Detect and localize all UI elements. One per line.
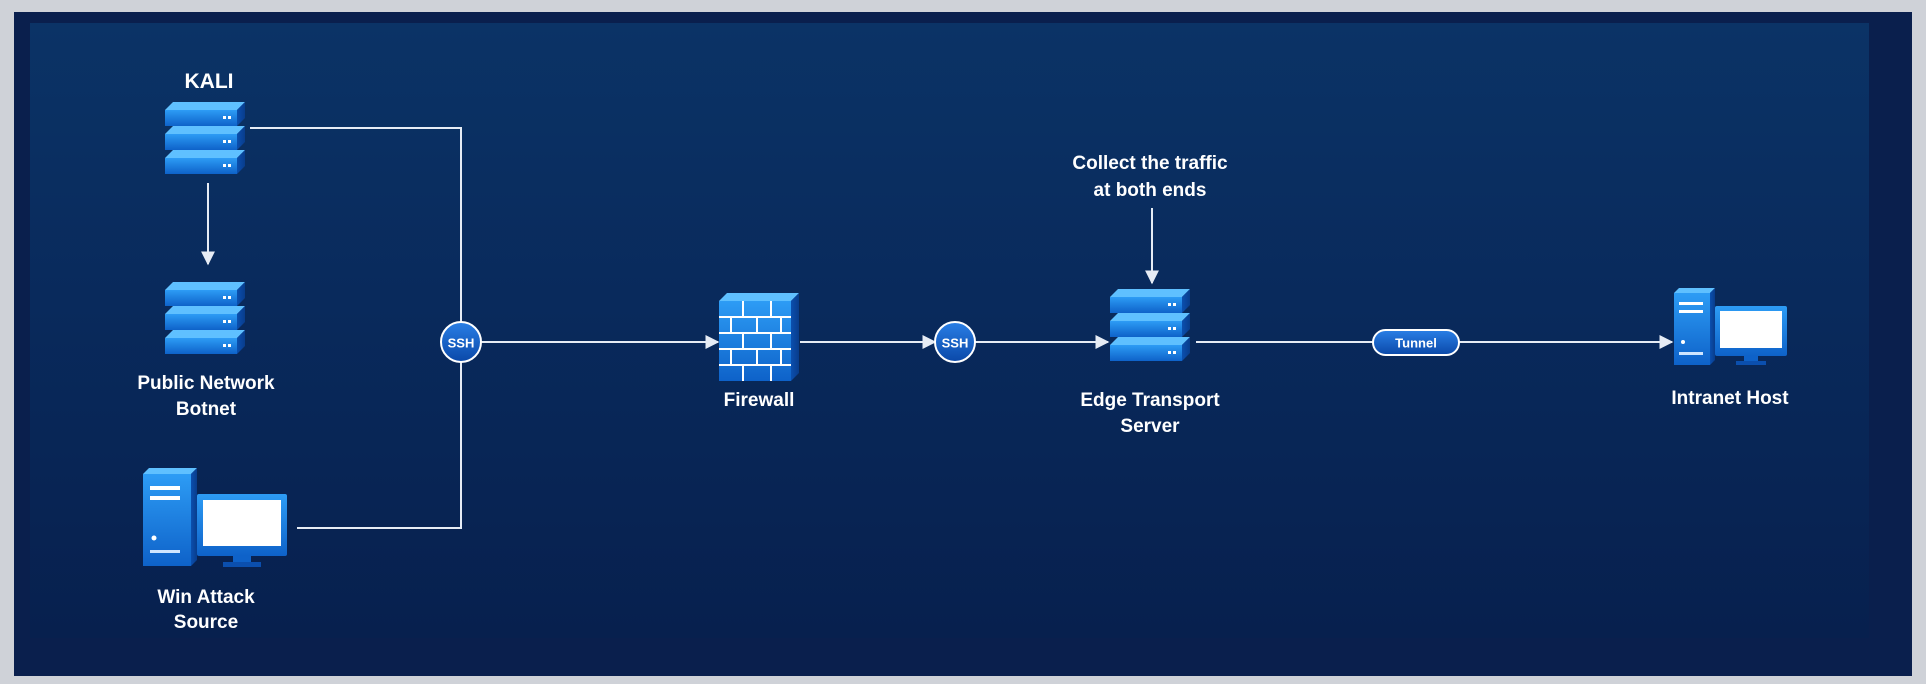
botnet-label-line2: Botnet <box>176 399 237 420</box>
win-source-label-line2: Source <box>174 612 238 633</box>
edge-server-label-line1: Edge Transport <box>1080 390 1220 411</box>
win-source-connector <box>297 360 462 529</box>
kali-label: KALI <box>185 70 234 93</box>
tunnel-badge-text: Tunnel <box>1395 336 1437 351</box>
intranet-host-label: Intranet Host <box>1671 388 1789 409</box>
ssh-badge-right-text: SSH <box>942 336 969 351</box>
annotation-line2: at both ends <box>1094 180 1207 201</box>
firewall-icon <box>719 293 799 381</box>
botnet-label-line1: Public Network <box>137 373 275 394</box>
tunnel-badge: Tunnel <box>1372 329 1460 356</box>
connector-lines <box>201 127 1674 529</box>
ssh-badge-left: SSH <box>440 321 482 363</box>
intranet-host-computer-icon <box>1674 288 1787 365</box>
kali-connector <box>250 127 462 330</box>
ssh-badge-left-text: SSH <box>448 336 475 351</box>
annotation-line1: Collect the traffic <box>1072 153 1228 174</box>
win-source-computer-icon <box>143 468 287 567</box>
win-source-label-line1: Win Attack <box>157 587 255 608</box>
edge-server-icon <box>1110 289 1190 361</box>
ssh-badge-right: SSH <box>934 321 976 363</box>
kali-server-icon <box>165 102 245 174</box>
botnet-server-icon <box>165 282 245 354</box>
firewall-label: Firewall <box>724 390 795 411</box>
edge-server-label-line2: Server <box>1120 416 1180 437</box>
